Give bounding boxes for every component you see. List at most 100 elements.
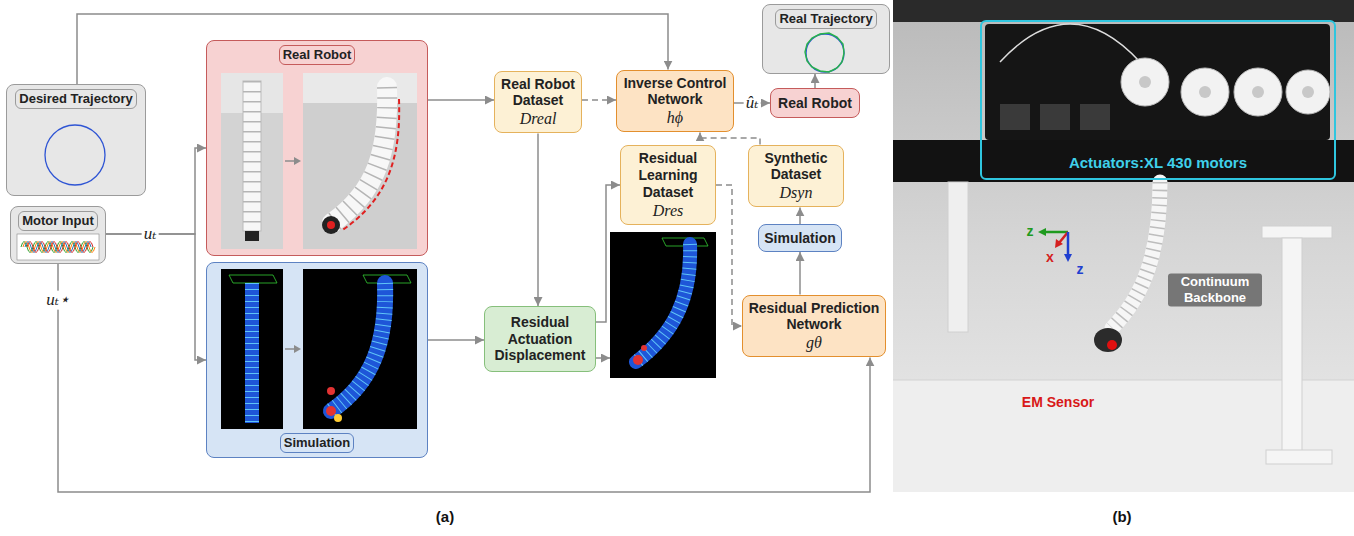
signal-label: uₜ bbox=[142, 225, 159, 244]
node-text: Residual Learning Dataset bbox=[625, 150, 711, 200]
illustration-polygon bbox=[805, 33, 844, 72]
math-symbol: hϕ bbox=[621, 108, 729, 127]
illustration-path bbox=[23, 242, 95, 253]
callout-box: Actuators:XL 430 motors bbox=[980, 20, 1336, 180]
node-text: Desired Trajectory bbox=[15, 89, 136, 109]
illustration-rect bbox=[17, 234, 99, 260]
illustration-path bbox=[341, 99, 399, 231]
illustration-circle bbox=[45, 125, 105, 185]
text-stack: Actuators:XL 430 motors bbox=[986, 154, 1330, 172]
connector-arrow bbox=[814, 74, 816, 88]
illustration-rect bbox=[1282, 238, 1302, 452]
illustration-line bbox=[596, 357, 610, 359]
node-text: Simulation bbox=[280, 433, 354, 453]
illustration-circle bbox=[1286, 70, 1330, 114]
node-text: Real Robot bbox=[279, 45, 356, 65]
illustration-path bbox=[636, 244, 690, 362]
simulation-box: Simulation bbox=[758, 224, 842, 252]
edge-label: ûₜ bbox=[744, 94, 761, 113]
illustration-rect bbox=[221, 73, 283, 249]
math-symbol: Dsyn bbox=[753, 183, 839, 202]
node-text: Simulation bbox=[763, 230, 837, 247]
illustration-circle bbox=[1139, 76, 1151, 88]
illustration-rect bbox=[303, 73, 417, 249]
dataset-box: Real Robot DatasetDreal bbox=[494, 71, 582, 134]
dashed-connector bbox=[700, 132, 760, 144]
illustration-polygon bbox=[1038, 228, 1046, 236]
illustration-line bbox=[1059, 232, 1068, 243]
panel-label: (b) bbox=[1112, 508, 1131, 526]
robot-box: Real Robot bbox=[770, 88, 860, 118]
illustration-rect bbox=[893, 0, 1354, 22]
node-text: Motor Input bbox=[18, 211, 97, 231]
connector-arrow bbox=[106, 234, 206, 360]
illustration-line bbox=[245, 283, 259, 423]
illustration-path bbox=[27, 242, 93, 253]
dashed-connector bbox=[716, 185, 742, 326]
connector-arrow bbox=[799, 252, 801, 295]
illustration-circle bbox=[633, 355, 643, 365]
illustration-circle bbox=[1234, 68, 1282, 116]
dataset-box: Residual Learning DatasetDres bbox=[620, 145, 716, 225]
residual-sim-image bbox=[596, 232, 716, 378]
illustration-path bbox=[21, 242, 93, 253]
illustration-circle bbox=[1252, 86, 1264, 98]
illustration-line bbox=[1044, 231, 1068, 234]
illustration-path bbox=[1112, 182, 1160, 328]
illustration-rect bbox=[610, 232, 716, 378]
illustration-polygon bbox=[294, 345, 301, 353]
illustration-rect bbox=[985, 24, 1330, 140]
illustration-rect bbox=[1266, 450, 1332, 464]
illustration-rect bbox=[893, 140, 1354, 182]
illustration-line bbox=[1067, 232, 1070, 256]
node-text: Real Trajectory bbox=[775, 9, 876, 29]
illustration-rect bbox=[243, 81, 261, 231]
illustration-circle bbox=[1121, 58, 1169, 106]
illustration-circle bbox=[334, 414, 342, 422]
axis-label: x bbox=[1046, 250, 1054, 265]
text-stack: Synthetic DatasetDsyn bbox=[753, 150, 839, 203]
node-text: Actuators:XL 430 motors bbox=[986, 154, 1330, 172]
output-panel: Real Trajectory bbox=[762, 4, 890, 74]
illustration-path bbox=[331, 283, 385, 411]
illustration-rect bbox=[303, 73, 417, 103]
panel-label: (a) bbox=[436, 508, 454, 526]
node-text: Real Robot bbox=[775, 95, 855, 112]
math-symbol: Dreal bbox=[499, 109, 577, 128]
axis-label: z bbox=[1077, 262, 1084, 277]
input-panel: Desired Trajectory bbox=[6, 84, 146, 196]
illustration-rect bbox=[221, 269, 283, 429]
illustration-rect bbox=[303, 269, 417, 429]
part-label: EM Sensor bbox=[1022, 394, 1094, 411]
illustration-path bbox=[332, 87, 387, 223]
node-text: Residual Actuation Displacement bbox=[489, 314, 591, 364]
text-stack: Residual Learning DatasetDres bbox=[625, 150, 711, 220]
real-robot-photos bbox=[207, 41, 429, 257]
network-box: Inverse Control Networkhϕ bbox=[616, 70, 734, 133]
illustration-circle bbox=[1107, 340, 1117, 350]
illustration-rect bbox=[245, 283, 259, 423]
node-text: Inverse Control Network bbox=[621, 75, 729, 109]
illustration-ellipse bbox=[1094, 328, 1122, 352]
node-text: Synthetic Dataset bbox=[753, 150, 839, 184]
node-text: Residual Prediction Network bbox=[747, 300, 881, 334]
illustration-circle bbox=[1181, 68, 1229, 116]
math-symbol: Dres bbox=[625, 201, 711, 220]
text-stack: Real Robot bbox=[775, 95, 855, 112]
illustration-line bbox=[243, 81, 261, 231]
group-panel: Real Robot bbox=[206, 40, 428, 256]
network-box: Residual Prediction Networkgθ bbox=[742, 295, 886, 358]
illustration-circle bbox=[1302, 86, 1314, 98]
illustration-polygon bbox=[229, 275, 277, 283]
axis-label: z bbox=[1027, 224, 1034, 239]
math-symbol: gθ bbox=[747, 333, 881, 352]
illustration-circle bbox=[806, 34, 844, 72]
text-stack: Residual Prediction Networkgθ bbox=[747, 300, 881, 353]
illustration-rect bbox=[1080, 104, 1110, 130]
illustration-circle bbox=[327, 387, 335, 395]
text-stack: Motor Input bbox=[15, 209, 101, 233]
dataset-box: Synthetic DatasetDsyn bbox=[748, 145, 844, 208]
illustration-polygon bbox=[1055, 239, 1063, 248]
illustration-circle bbox=[322, 216, 340, 234]
illustration-circle bbox=[1199, 86, 1211, 98]
